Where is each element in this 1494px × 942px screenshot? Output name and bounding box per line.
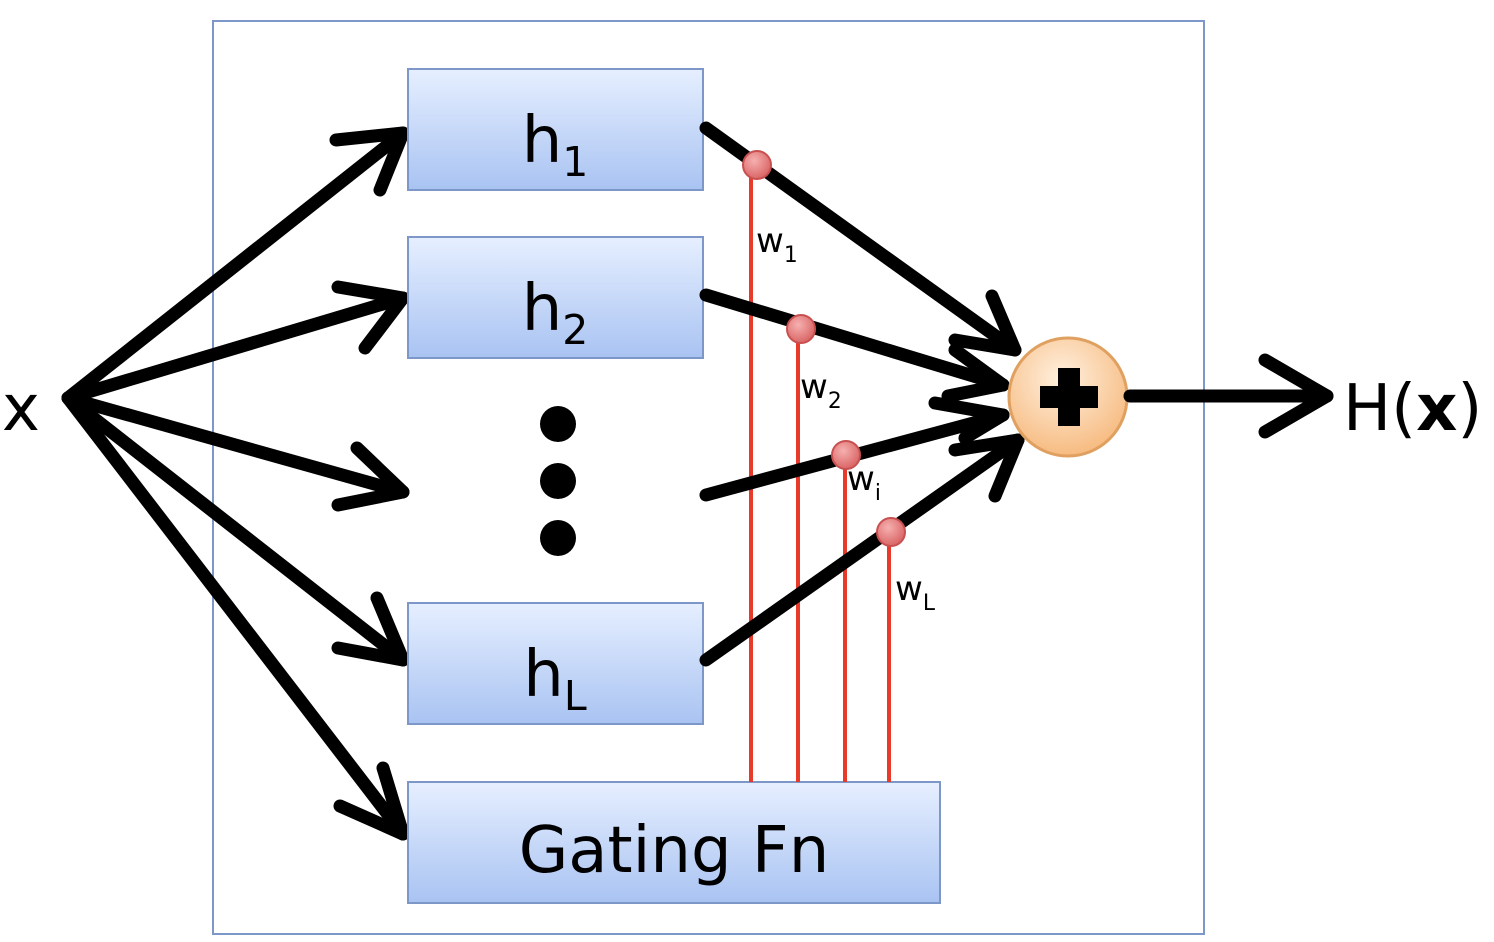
arrow-head-hL <box>331 591 410 667</box>
model-frame <box>212 20 1205 935</box>
arrow-head-hL-sum <box>948 433 1025 503</box>
expert-label-hL: hL <box>523 638 587 720</box>
expert-box-h1 <box>407 68 704 191</box>
output-label: H(x) <box>1343 372 1482 446</box>
weight-node-wL <box>876 517 906 547</box>
ellipsis-icon <box>540 406 576 556</box>
arrow-head-h2-sum <box>941 343 1010 403</box>
expert-label-h2: h2 <box>522 272 589 354</box>
arrow-x-to-gating <box>61 391 410 841</box>
arrow-head-h1-sum <box>948 289 1022 357</box>
weight-label-w2: w2 <box>800 367 842 414</box>
output-arrow <box>1123 353 1334 439</box>
input-arrows <box>61 126 410 841</box>
plus-icon <box>1040 368 1098 426</box>
arrow-head-h2 <box>331 280 410 355</box>
arrow-x-to-h2 <box>61 291 410 405</box>
gating-fn-label: Gating Fn <box>519 814 830 888</box>
weight-node-w1 <box>742 150 772 180</box>
expert-label-h1: h1 <box>522 104 589 186</box>
arrow-head-h1 <box>329 126 410 197</box>
weight-node-w2 <box>786 314 816 344</box>
weight-label-w1: w1 <box>756 221 798 268</box>
expert-box-h2 <box>407 236 704 359</box>
arrow-hL-to-sum <box>699 433 1025 667</box>
arrow-head-hi <box>331 441 410 512</box>
weight-label-wi: wi <box>847 459 881 506</box>
weight-label-wL: wL <box>895 569 935 616</box>
weight-nodes <box>742 150 906 547</box>
arrow-head-gating <box>333 761 410 841</box>
input-label: x <box>2 372 40 446</box>
arrow-h2-to-sum <box>699 288 1010 392</box>
gating-fn-box <box>407 781 941 904</box>
arrow-head-hi-sum <box>928 396 1010 445</box>
arrow-x-to-h1 <box>61 126 410 405</box>
gating-lines <box>749 165 891 782</box>
arrow-x-to-hL <box>61 391 410 667</box>
weight-node-wi <box>831 440 861 470</box>
arrow-x-to-hi <box>61 391 410 499</box>
